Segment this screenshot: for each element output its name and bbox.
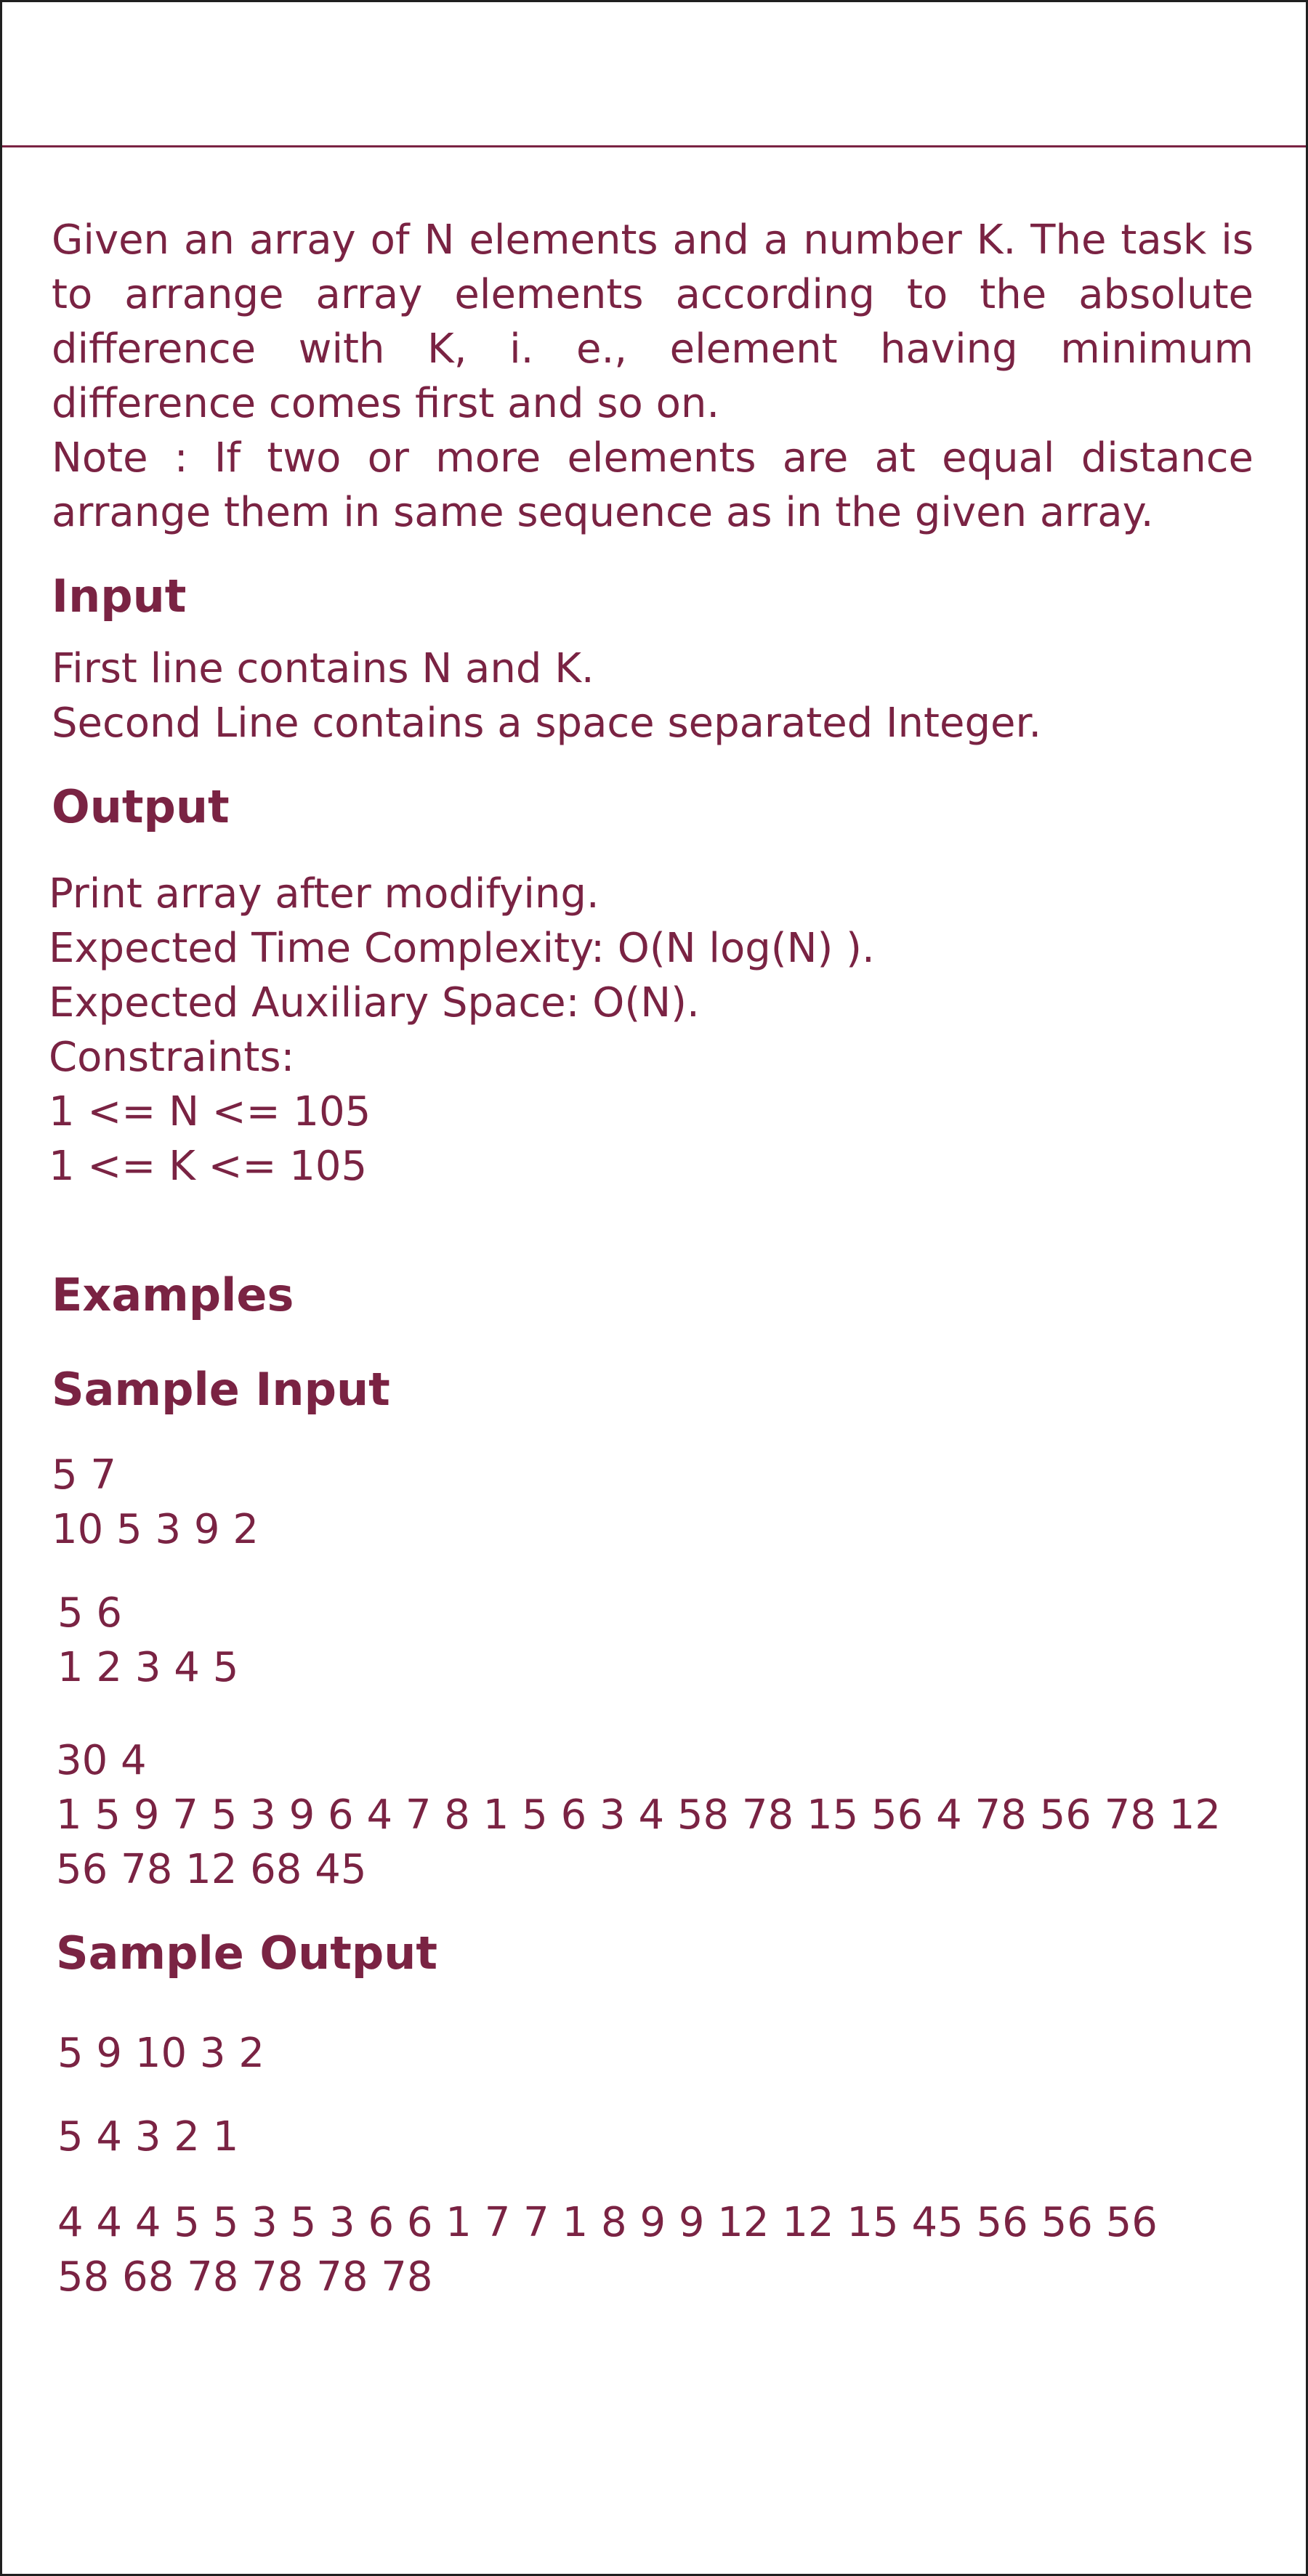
sample-input-line: 5 6 bbox=[57, 1589, 123, 1637]
input-line: Second Line contains a space separated I… bbox=[52, 700, 1042, 747]
constraints-label: Constraints: bbox=[49, 1034, 295, 1081]
sample-input-line: 30 4 bbox=[56, 1737, 147, 1784]
note-text: Note : If two or more elements are at eq… bbox=[52, 434, 1254, 536]
output-heading: Output bbox=[52, 780, 230, 833]
sample-output-line: 5 9 10 3 2 bbox=[57, 2030, 265, 2077]
sample-output-line: 4 4 4 5 5 3 5 3 6 6 1 7 7 1 8 9 9 12 12 … bbox=[57, 2199, 1158, 2246]
sample-output-3: 4 4 4 5 5 3 5 3 6 6 1 7 7 1 8 9 9 12 12 … bbox=[57, 2195, 1254, 2304]
output-line: Print array after modifying. bbox=[49, 870, 600, 918]
examples-heading: Examples bbox=[52, 1268, 294, 1321]
sample-output-line: 58 68 78 78 78 78 bbox=[57, 2253, 433, 2301]
sample-input-1: 5 7 10 5 3 9 2 bbox=[52, 1448, 1254, 1557]
sample-input-line: 10 5 3 9 2 bbox=[52, 1506, 259, 1553]
output-description: Print array after modifying. Expected Ti… bbox=[49, 867, 1254, 1194]
sample-output-1: 5 9 10 3 2 bbox=[57, 2026, 1254, 2081]
input-line: First line contains N and K. bbox=[52, 645, 594, 692]
sample-input-line: 5 7 bbox=[52, 1451, 117, 1499]
constraint-n: 1 <= N <= 105 bbox=[49, 1088, 371, 1135]
header-bar bbox=[2, 2, 1306, 147]
output-line: Expected Auxiliary Space: O(N). bbox=[49, 979, 700, 1026]
constraint-k: 1 <= K <= 105 bbox=[49, 1143, 368, 1190]
sample-output-heading: Sample Output bbox=[56, 1927, 438, 1980]
sample-input-line: 1 5 9 7 5 3 9 6 4 7 8 1 5 6 3 4 58 78 15… bbox=[56, 1791, 1221, 1839]
sample-output-2: 5 4 3 2 1 bbox=[57, 2110, 1254, 2164]
problem-content: Given an array of N elements and a numbe… bbox=[49, 213, 1254, 2304]
sample-input-heading: Sample Input bbox=[52, 1363, 390, 1416]
sample-output-line: 5 4 3 2 1 bbox=[57, 2113, 239, 2160]
sample-input-3: 30 4 1 5 9 7 5 3 9 6 4 7 8 1 5 6 3 4 58 … bbox=[56, 1733, 1254, 1897]
input-description: First line contains N and K. Second Line… bbox=[52, 641, 1254, 750]
input-heading: Input bbox=[52, 570, 187, 623]
problem-statement: Given an array of N elements and a numbe… bbox=[52, 213, 1254, 540]
output-line: Expected Time Complexity: O(N log(N) ). bbox=[49, 925, 875, 972]
sample-input-2: 5 6 1 2 3 4 5 bbox=[57, 1586, 1254, 1695]
sample-input-line: 56 78 12 68 45 bbox=[56, 1846, 367, 1893]
statement-text: Given an array of N elements and a numbe… bbox=[52, 216, 1254, 427]
sample-input-line: 1 2 3 4 5 bbox=[57, 1644, 239, 1691]
